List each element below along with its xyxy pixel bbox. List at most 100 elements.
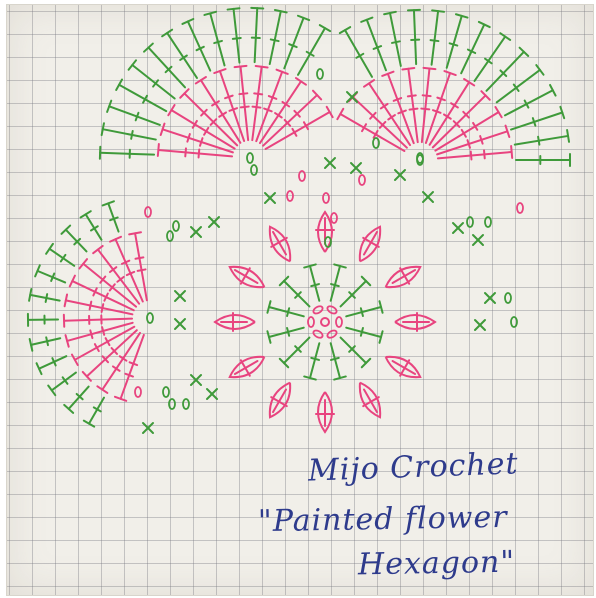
petal-cluster xyxy=(228,355,266,379)
stitch-top-bar xyxy=(213,68,227,75)
single-crochet-mark xyxy=(422,191,434,203)
stitch-stem xyxy=(166,31,198,79)
stitch-top-bar xyxy=(383,10,397,16)
stitch-cross-bar xyxy=(104,337,111,347)
stitch-stem xyxy=(283,16,305,70)
stitch-stem xyxy=(308,342,321,380)
chain-stitch xyxy=(166,230,174,242)
petal-stem xyxy=(233,360,259,375)
caption-title-line2: Hexagon" xyxy=(357,544,516,583)
stitch-stem xyxy=(66,321,134,342)
stitch-cross-bar xyxy=(302,121,309,131)
stitch-cross-bar xyxy=(537,135,541,146)
stitch-cross-bar xyxy=(238,92,249,96)
stitch-cross-bar xyxy=(436,96,446,102)
stitch-cross-bar xyxy=(392,97,403,102)
stitch-top-bar xyxy=(127,59,138,71)
chain-stitch xyxy=(307,316,315,328)
chain-stitch xyxy=(286,190,294,202)
stitch-stem xyxy=(101,331,142,391)
petal-stem xyxy=(272,388,287,414)
stitch-cross-bar xyxy=(429,39,440,43)
stitch-cross-bar xyxy=(408,107,419,111)
stitch-cross-bar xyxy=(348,345,356,353)
stitch-cross-bar xyxy=(136,268,147,272)
stitch-cross-bar xyxy=(203,126,210,136)
stitch-stem xyxy=(64,299,134,316)
stitch-stem xyxy=(339,279,368,308)
stitch-cross-bar xyxy=(124,372,134,378)
stitch-top-bar xyxy=(510,145,514,159)
stitch-cross-bar xyxy=(431,109,442,114)
stitch-cross-bar xyxy=(224,94,234,100)
stitch-top-bar xyxy=(266,330,272,344)
stitch-top-bar xyxy=(311,89,323,101)
stitch-top-bar xyxy=(79,210,92,219)
stitch-top-bar xyxy=(82,419,96,428)
stitch-top-bar xyxy=(109,235,123,243)
stitch-stem xyxy=(119,333,145,400)
stitch-cross-bar xyxy=(479,135,484,145)
stitch-stem xyxy=(183,92,239,147)
stitch-stem xyxy=(108,105,161,126)
stitch-cross-bar xyxy=(51,357,57,367)
stitch-cross-bar xyxy=(228,107,239,112)
stitch-stem xyxy=(161,128,234,154)
stitch-cross-bar xyxy=(109,216,119,222)
stitch-cross-bar xyxy=(103,292,109,302)
stitch-top-bar xyxy=(254,64,269,69)
stitch-top-bar xyxy=(266,300,272,314)
stitch-top-bar xyxy=(318,24,332,33)
stitch-stem xyxy=(131,64,176,100)
petal-cluster xyxy=(268,225,292,263)
stitch-stem xyxy=(88,396,105,425)
chain-stitch xyxy=(358,174,366,186)
stitch-top-bar xyxy=(333,263,347,269)
stitch-stem xyxy=(431,94,487,149)
stitch-stem xyxy=(513,134,570,146)
stitch-cross-bar xyxy=(406,94,417,98)
stitch-top-bar xyxy=(535,64,545,76)
single-crochet-mark xyxy=(190,226,202,238)
stitch-cross-bar xyxy=(283,118,292,127)
stitch-cross-bar xyxy=(348,291,356,299)
stitch-stem xyxy=(267,305,305,318)
stitch-top-bar xyxy=(378,300,384,314)
chain-stitch xyxy=(312,329,324,339)
stitch-cross-bar xyxy=(45,336,49,347)
stitch-cross-bar xyxy=(239,105,250,109)
chain-stitch xyxy=(182,398,190,410)
stitch-top-bar xyxy=(278,357,290,369)
stitch-top-bar xyxy=(275,68,289,75)
chain-stitch xyxy=(510,316,518,328)
stitch-top-bar xyxy=(78,258,89,270)
single-crochet-mark xyxy=(174,318,186,330)
stitch-cross-bar xyxy=(125,270,136,277)
stitch-stem xyxy=(424,72,452,144)
single-crochet-mark xyxy=(206,388,218,400)
stitch-stem xyxy=(29,337,62,346)
stitch-cross-bar xyxy=(359,327,364,337)
stitch-cross-bar xyxy=(186,133,191,143)
chain-stitch xyxy=(484,216,492,228)
stitch-top-bar xyxy=(181,17,195,25)
stitch-stem xyxy=(345,305,383,318)
stitch-stem xyxy=(267,326,305,339)
stitch-top-bar xyxy=(463,78,476,87)
stitch-top-bar xyxy=(106,99,113,113)
stitch-cross-bar xyxy=(397,109,407,115)
stitch-cross-bar xyxy=(483,149,486,160)
stitch-cross-bar xyxy=(310,283,320,288)
single-crochet-mark xyxy=(474,319,486,331)
stitch-cross-bar xyxy=(195,45,205,52)
stitch-cross-bar xyxy=(359,307,364,317)
stitch-stem xyxy=(186,20,212,72)
petal-stem xyxy=(391,269,417,284)
stitch-stem xyxy=(268,10,282,66)
single-crochet-mark xyxy=(484,292,496,304)
stitch-top-bar xyxy=(159,122,166,136)
stitch-cross-bar xyxy=(199,137,204,147)
stitch-stem xyxy=(253,7,259,64)
stitch-top-bar xyxy=(360,357,372,369)
